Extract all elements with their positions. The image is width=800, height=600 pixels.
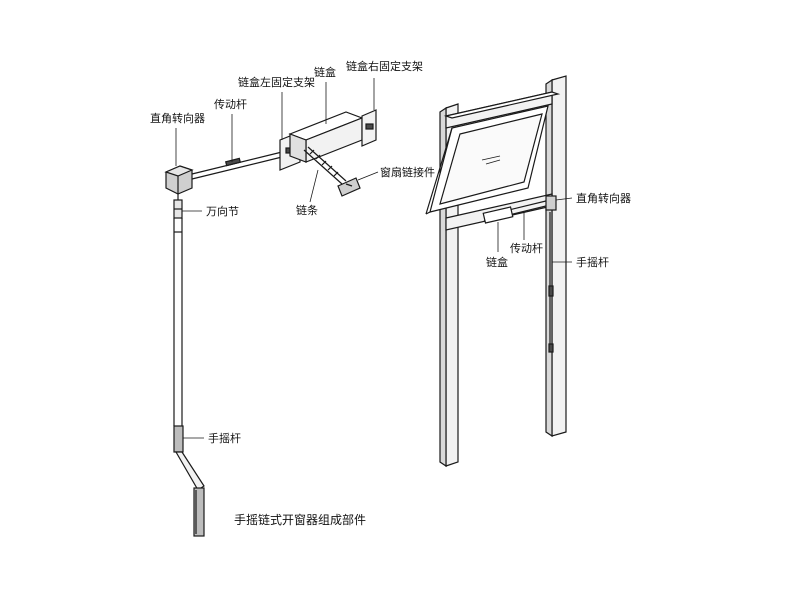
right-leader-lines: [497, 197, 573, 263]
label-chain: 链条: [296, 203, 318, 217]
window-frame-top-rail: [443, 91, 561, 129]
window-frame-right-post: [545, 75, 567, 438]
label-drive-rod-left: 传动杆: [214, 97, 247, 111]
chain-box-right-bracket-part: [361, 109, 377, 147]
label-corner-drive-left: 直角转向器: [150, 111, 205, 125]
label-hand-crank-left: 手摇杆: [208, 431, 241, 445]
vertical-rod-part: [173, 218, 183, 426]
label-hand-crank-right: 手摇杆: [576, 255, 609, 269]
diagram-caption: 手摇链式开窗器组成部件: [234, 512, 366, 527]
right-corner-drive: [545, 195, 557, 211]
right-hand-crank: [548, 212, 554, 353]
universal-joint-part: [173, 194, 183, 219]
window-sash: [425, 105, 549, 215]
label-chain-box-left: 链盒: [314, 65, 336, 79]
label-sash-chain-connector: 窗扇链接件: [380, 165, 435, 179]
corner-drive-part: [164, 165, 194, 195]
label-corner-drive-right: 直角转向器: [576, 191, 631, 205]
label-drive-rod-right: 传动杆: [510, 241, 543, 255]
label-universal-joint: 万向节: [206, 204, 239, 218]
label-chain-box-right: 链盒: [486, 255, 508, 269]
right-chain-box: [482, 206, 514, 224]
hand-crank-part: [173, 425, 205, 537]
right-assembly: [425, 75, 567, 468]
chain-part: [303, 146, 347, 185]
label-chain-box-left-bracket: 链盒左固定支架: [238, 75, 315, 89]
left-leader-lines: [175, 78, 379, 439]
left-assembly: [164, 109, 377, 537]
drive-rod-part: [191, 151, 283, 180]
label-chain-box-right-bracket: 链盒右固定支架: [346, 59, 423, 73]
sash-chain-connector-part: [337, 177, 361, 197]
